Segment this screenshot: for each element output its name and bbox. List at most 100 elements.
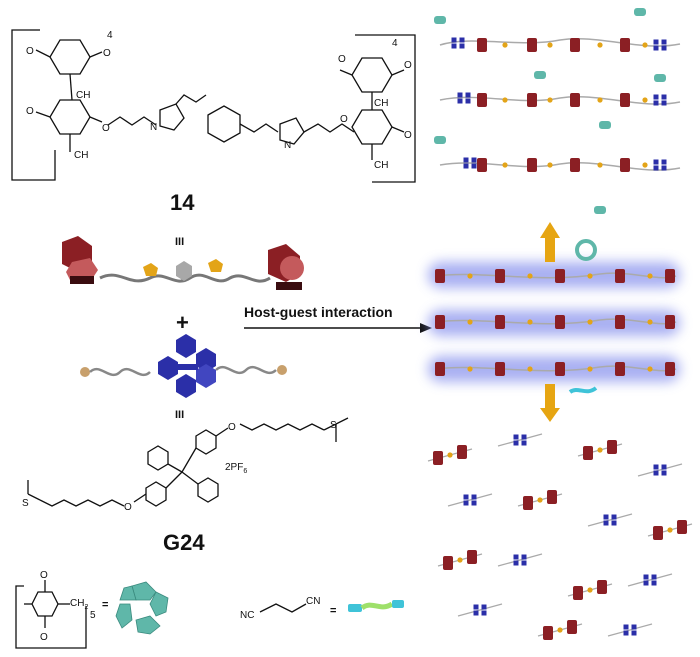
blue-tpe-unit [457, 92, 463, 98]
blue-tpe-unit [513, 554, 519, 560]
yellow-pentagon-unit [547, 162, 553, 168]
blue-tpe-unit [611, 520, 617, 526]
reaction-arrow [244, 323, 432, 333]
atom-o-3: O [26, 106, 34, 117]
g24-atom-s-2: S [22, 498, 29, 509]
red-pillar-host [495, 315, 505, 329]
atom-o-6: O [404, 60, 412, 71]
cyan-pillar-ring [534, 71, 546, 79]
blue-tpe-unit [611, 514, 617, 520]
atom-n-1: N [150, 122, 157, 133]
red-pillar-host [570, 93, 580, 107]
fragment-chain [497, 433, 543, 447]
compound-14-structure [11, 29, 416, 183]
legend-atom-o-1: O [40, 570, 48, 581]
yellow-pentagon-unit [467, 273, 473, 279]
blue-tpe-unit [471, 163, 477, 169]
yellow-pentagon-unit [527, 273, 533, 279]
g24-atom-o-2: O [124, 502, 132, 513]
blue-tpe-unit [623, 624, 629, 630]
equals-sign-pillar: = [102, 599, 108, 611]
yellow-pentagon-unit [667, 527, 673, 533]
cyan-pillar-ring [594, 206, 606, 214]
blue-tpe-unit [451, 37, 457, 43]
red-pillar-host [523, 496, 533, 510]
cyan-pillar-ring [654, 74, 666, 82]
pillar5arene-legend-atoms: O O CH2 5 [40, 570, 96, 643]
red-pillar-host [495, 362, 505, 376]
succinonitrile-structure [259, 603, 307, 613]
red-pillar-host [620, 93, 630, 107]
red-pillar-host [547, 490, 557, 504]
fragment-chain [447, 493, 493, 507]
g24-phenyl-4 [197, 477, 219, 503]
red-pillar-host [543, 626, 553, 640]
g24-phenyl-1 [147, 445, 169, 471]
cyan-pillar-ring-icon [115, 581, 169, 635]
legend-atom-o-2: O [40, 632, 48, 643]
blue-tpe-unit [661, 470, 667, 476]
blue-tpe-unit [521, 554, 527, 560]
red-pillar-host [567, 620, 577, 634]
blue-tpe-unit [481, 604, 487, 610]
blue-tpe-unit [623, 630, 629, 636]
blue-tpe-unit [521, 560, 527, 566]
g24-atoms: O O S S 2PF6 [22, 420, 337, 513]
atom-o-7: O [340, 114, 348, 125]
fragment-chain [587, 513, 633, 527]
blue-tpe-unit [653, 45, 659, 51]
right-triazole [279, 117, 305, 145]
plus-sign: + [176, 310, 189, 335]
succinonitrile-cartoon-icon [348, 600, 404, 612]
blue-tpe-unit [603, 520, 609, 526]
g24-phenyl-2 [195, 429, 217, 455]
red-pillar-host [555, 362, 565, 376]
top-disassembled-chains [439, 38, 681, 171]
central-benzene [207, 105, 241, 143]
g24-phenyl-3 [145, 481, 167, 507]
blue-tpe-unit [651, 580, 657, 586]
yellow-pentagon-unit [547, 97, 553, 103]
red-pillar-host [615, 362, 625, 376]
blue-tpe-unit [653, 165, 659, 171]
cyan-pillar-ring [599, 121, 611, 129]
host-guest-interaction-label: Host-guest interaction [244, 304, 393, 320]
blue-tpe-unit [471, 494, 477, 500]
legend-subscript-5: 5 [90, 610, 96, 621]
blue-tpe-unit [457, 98, 463, 104]
blue-tpe-unit [661, 39, 667, 45]
yellow-pentagon-unit [537, 497, 543, 503]
yellow-pentagon-unit [642, 162, 648, 168]
subscript-4-right: 4 [392, 38, 398, 49]
red-pillar-host [597, 580, 607, 594]
pillar-host-left [62, 236, 98, 284]
blue-tpe-unit [473, 610, 479, 616]
guest-cartoon-molecule [80, 334, 287, 398]
pillar-host-right [268, 244, 304, 290]
fragment-chain [457, 603, 503, 617]
blue-tpe-unit [463, 494, 469, 500]
pentagon-right [208, 259, 223, 272]
bottom-disassembled-fragments [427, 433, 693, 640]
red-pillar-host [615, 315, 625, 329]
red-pillar-host [665, 269, 675, 283]
red-pillar-host [665, 315, 675, 329]
yellow-pentagon-unit [587, 273, 593, 279]
blue-tpe-unit [661, 464, 667, 470]
red-pillar-host [677, 520, 687, 534]
red-pillar-host [653, 526, 663, 540]
equivalence-symbol-bottom: III [175, 409, 184, 421]
atom-ch2-3: CH [374, 98, 388, 109]
disassembly-arrow-up [540, 222, 560, 262]
blue-tpe-unit [459, 43, 465, 49]
yellow-pentagon-unit [502, 162, 508, 168]
succinonitrile-cn: CN [306, 596, 320, 607]
equals-sign-nitrile: = [330, 605, 336, 617]
compound-14-label: 14 [170, 190, 195, 215]
blue-tpe-unit [653, 39, 659, 45]
blue-tpe-unit [451, 43, 457, 49]
yellow-pentagon-unit [527, 319, 533, 325]
left-lower-benzene [49, 99, 91, 135]
pillar-host-additive-icon [575, 239, 597, 261]
